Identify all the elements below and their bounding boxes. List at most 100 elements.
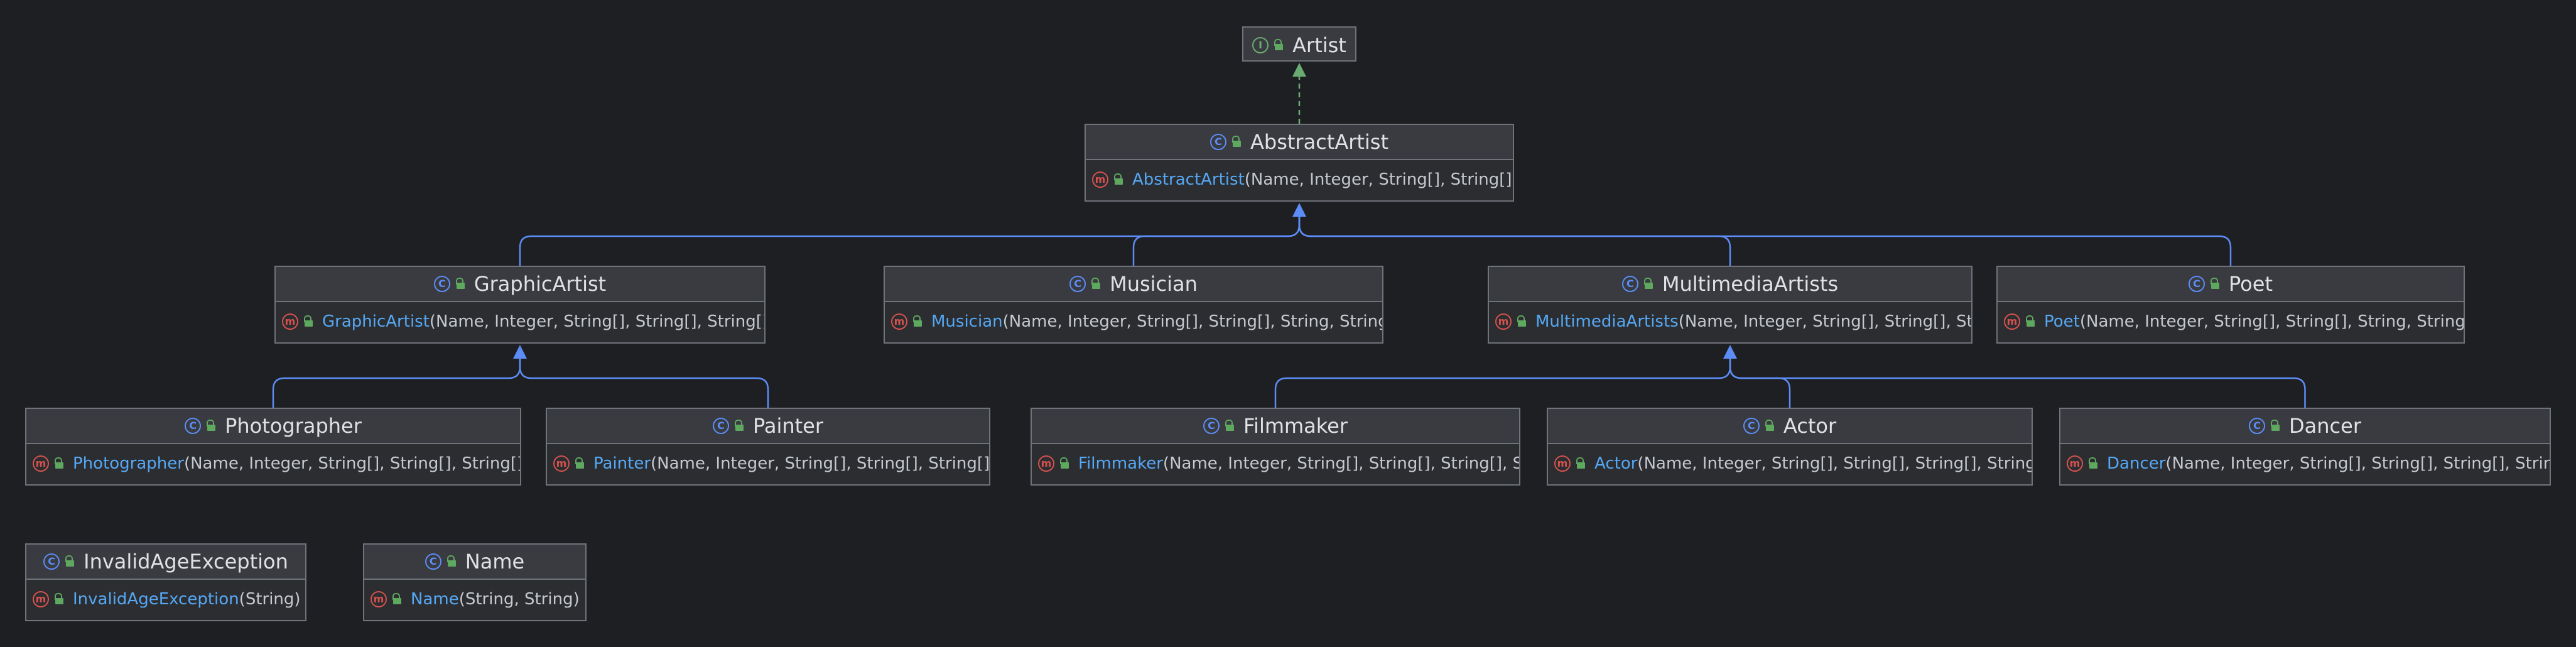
public-visibility-icon (455, 278, 465, 290)
method-icon: m (891, 313, 907, 330)
public-visibility-icon (1091, 278, 1101, 290)
constructor-name: Poet (2044, 312, 2080, 331)
class-name: Artist (1292, 33, 1346, 57)
method-icon: m (1495, 313, 1512, 330)
public-visibility-icon (1059, 457, 1069, 470)
constructor-name: Musician (931, 312, 1003, 331)
class-icon: C (433, 276, 450, 292)
implements-arrowhead (1292, 63, 1306, 77)
class-name: Filmmaker (1243, 414, 1348, 438)
method-icon: m (2004, 313, 2020, 330)
constructor-name: Dancer (2107, 454, 2166, 473)
class-name: Painter (752, 414, 824, 438)
public-visibility-icon (1274, 39, 1284, 52)
method-icon: m (282, 313, 298, 330)
extends-edge-filmmaker (1274, 355, 1731, 408)
class-name: GraphicArtist (474, 272, 607, 296)
method-icon: m (1038, 455, 1054, 472)
constructor-name: Actor (1594, 454, 1638, 473)
constructor-name: AbstractArtist (1132, 170, 1245, 189)
class-name: Musician (1110, 272, 1198, 296)
class-node-filmmaker[interactable]: C Filmmaker m Filmmaker (Name, Integer, Stri… (1031, 408, 1520, 486)
method-icon: m (33, 455, 49, 472)
constructor-params: (Name, Integer, String[], String[], Stri… (1637, 454, 2032, 473)
extends-edge-painter (519, 355, 769, 408)
public-visibility-icon (575, 457, 585, 470)
constructor-row: m Name(String, String) (364, 580, 585, 619)
class-name: Poet (2229, 272, 2273, 296)
class-icon: C (1069, 276, 1086, 292)
constructor-params: (Name, Integer, String[], String[], Stri… (651, 454, 989, 473)
method-icon: m (371, 591, 387, 607)
class-icon: C (1743, 418, 1760, 434)
public-visibility-icon (65, 555, 75, 568)
class-icon: C (1210, 134, 1226, 150)
constructor-name: Name (411, 590, 459, 609)
class-icon: C (185, 418, 202, 434)
class-name: Name (465, 550, 525, 574)
public-visibility-icon (734, 420, 744, 432)
constructor-name: InvalidAgeException (73, 590, 239, 609)
extends-edge-graphicartist (519, 213, 1301, 266)
public-visibility-icon (912, 315, 923, 328)
extends-edge-photographer (272, 355, 521, 408)
class-icon: C (2249, 418, 2266, 434)
public-visibility-icon (1113, 173, 1123, 186)
public-visibility-icon (303, 315, 313, 328)
class-node-header: C Actor (1548, 409, 2032, 444)
public-visibility-icon (1517, 315, 1527, 328)
constructor-params: (Name, Integer, String[], String[], Stri… (1162, 454, 1519, 473)
class-name: MultimediaArtists (1662, 272, 1839, 296)
class-name: AbstractArtist (1250, 130, 1389, 154)
class-icon: C (2189, 276, 2205, 292)
constructor-params: (Name, Integer, String[], String[], Stri… (429, 312, 764, 331)
constructor-params: (String, String) (458, 590, 580, 609)
public-visibility-icon (1576, 457, 1586, 470)
class-name: InvalidAgeException (84, 550, 288, 574)
class-icon: C (1203, 418, 1220, 434)
public-visibility-icon (2088, 457, 2098, 470)
class-node-header: C Dancer (2060, 409, 2550, 444)
class-node-header: C Poet (1998, 267, 2464, 302)
class-node-header: C GraphicArtist (276, 267, 764, 302)
class-name: Actor (1783, 414, 1837, 438)
extends-arrowhead-multimediaartists (1723, 345, 1737, 359)
extends-edge-poet (1298, 213, 2232, 266)
public-visibility-icon (1643, 278, 1653, 290)
public-visibility-icon (2210, 278, 2220, 290)
class-name: Dancer (2289, 414, 2361, 438)
constructor-name: MultimediaArtists (1535, 312, 1679, 331)
public-visibility-icon (446, 555, 457, 568)
extends-edge-actor (1729, 355, 1791, 408)
constructor-params: (Name, Integer, String[], String[]) (1244, 170, 1513, 189)
constructor-name: Photographer (73, 454, 184, 473)
public-visibility-icon (2270, 420, 2280, 432)
class-node-graphicartist[interactable]: C GraphicArtist m GraphicArtist (Name, Integ… (274, 266, 766, 344)
constructor-name: Painter (593, 454, 651, 473)
class-node-header: C Filmmaker (1032, 409, 1519, 444)
